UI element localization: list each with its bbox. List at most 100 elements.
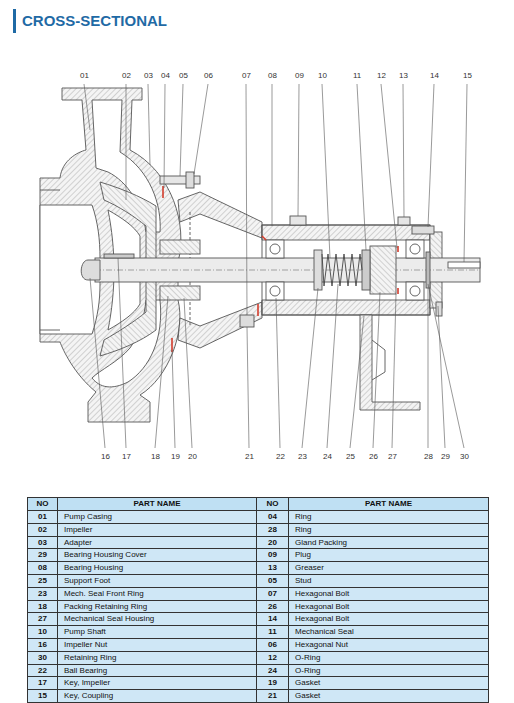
part-name: Plug bbox=[295, 550, 311, 559]
part-number: 26 bbox=[268, 602, 277, 611]
seal-spring bbox=[322, 254, 362, 286]
part-name: Bearing Housing Cover bbox=[64, 550, 147, 559]
column-heading: PART NAME bbox=[134, 499, 181, 508]
table-cell: 29 bbox=[27, 548, 58, 562]
part-number: 19 bbox=[268, 678, 277, 687]
callout-number: 27 bbox=[388, 452, 397, 462]
retaining-ring bbox=[426, 252, 430, 288]
part-name: Bearing Housing bbox=[64, 563, 123, 572]
callout-number: 29 bbox=[441, 452, 450, 462]
table-cell: Hexagonal Bolt bbox=[288, 612, 489, 626]
part-name: Hexagonal Nut bbox=[295, 640, 348, 649]
greaser bbox=[398, 217, 410, 225]
callout-number: 25 bbox=[346, 452, 355, 462]
part-number: 04 bbox=[268, 512, 277, 521]
table-cell: Mechanical Seal bbox=[288, 625, 489, 639]
callout-number: 14 bbox=[430, 71, 439, 81]
part-name: Mech. Seal Front Ring bbox=[64, 589, 144, 598]
callout-number: 10 bbox=[318, 71, 327, 81]
part-name: Ball Bearing bbox=[64, 666, 107, 675]
gasket bbox=[257, 304, 259, 316]
part-number: 07 bbox=[268, 589, 277, 598]
part-name: Hexagonal Bolt bbox=[295, 602, 349, 611]
table-cell: Retaining Ring bbox=[57, 651, 257, 665]
leader-lines bbox=[84, 84, 467, 448]
part-name: Gasket bbox=[295, 678, 320, 687]
callout-number: 04 bbox=[161, 71, 170, 81]
part-name: O-Ring bbox=[295, 666, 320, 675]
part-name: Packing Retaining Ring bbox=[64, 602, 147, 611]
table-cell: 26 bbox=[256, 600, 289, 614]
callout-number: 15 bbox=[463, 71, 472, 81]
coupling-key bbox=[448, 262, 480, 268]
table-cell: Mech. Seal Front Ring bbox=[57, 587, 257, 601]
o-ring bbox=[262, 236, 266, 240]
column-heading: NO bbox=[37, 499, 49, 508]
table-cell: O-Ring bbox=[288, 651, 489, 665]
callout-number: 18 bbox=[151, 452, 160, 462]
callout-number: 01 bbox=[80, 71, 89, 81]
table-cell: 03 bbox=[27, 536, 58, 550]
table-cell: Hexagonal Bolt bbox=[288, 587, 489, 601]
pump-casing bbox=[40, 88, 181, 422]
table-cell: Gasket bbox=[288, 676, 489, 690]
part-number: 13 bbox=[268, 563, 277, 572]
table-cell: 16 bbox=[27, 638, 58, 652]
callout-number: 07 bbox=[242, 71, 251, 81]
part-name: Ring bbox=[295, 525, 311, 534]
part-number: 01 bbox=[38, 512, 47, 521]
table-cell: Support Foot bbox=[57, 574, 257, 588]
callout-number: 08 bbox=[268, 71, 277, 81]
part-number: 18 bbox=[38, 602, 47, 611]
part-number: 11 bbox=[268, 627, 276, 636]
table-cell: Ball Bearing bbox=[57, 664, 257, 678]
callout-number: 12 bbox=[377, 71, 386, 81]
table-cell: Impeller bbox=[57, 523, 257, 537]
callout-number: 22 bbox=[276, 452, 285, 462]
part-number: 23 bbox=[38, 589, 47, 598]
callout-number: 11 bbox=[353, 71, 361, 81]
part-name: Gasket bbox=[295, 691, 320, 700]
table-cell: Adapter bbox=[57, 536, 257, 550]
part-number: 17 bbox=[38, 678, 47, 687]
hexagonal-nut bbox=[186, 172, 194, 188]
part-number: 22 bbox=[38, 666, 47, 675]
part-number: 03 bbox=[38, 538, 47, 547]
table-header-cell: NO bbox=[27, 497, 58, 511]
callout-number: 30 bbox=[460, 452, 469, 462]
table-cell: 12 bbox=[256, 651, 289, 665]
table-cell: Pump Casing bbox=[57, 510, 257, 524]
table-cell: 18 bbox=[27, 600, 58, 614]
part-name: Pump Casing bbox=[64, 512, 112, 521]
callout-number: 21 bbox=[245, 452, 254, 462]
table-cell: 19 bbox=[256, 676, 289, 690]
part-number: 15 bbox=[38, 691, 47, 700]
table-cell: 23 bbox=[27, 587, 58, 601]
callout-number: 17 bbox=[122, 452, 131, 462]
part-name: Stud bbox=[295, 576, 311, 585]
table-cell: 15 bbox=[27, 689, 58, 703]
part-number: 12 bbox=[268, 653, 277, 662]
part-name: O-Ring bbox=[295, 653, 320, 662]
gland-packing bbox=[160, 240, 200, 254]
table-cell: Key, Impeller bbox=[57, 676, 257, 690]
table-cell: 17 bbox=[27, 676, 58, 690]
table-cell: Bearing Housing Cover bbox=[57, 548, 257, 562]
table-cell: 13 bbox=[256, 561, 289, 575]
table-cell: 21 bbox=[256, 689, 289, 703]
part-number: 05 bbox=[268, 576, 277, 585]
part-number: 09 bbox=[268, 550, 277, 559]
table-cell: Ring bbox=[288, 510, 489, 524]
table-cell: Packing Retaining Ring bbox=[57, 600, 257, 614]
table-header-cell: PART NAME bbox=[57, 497, 257, 511]
table-header-cell: PART NAME bbox=[288, 497, 489, 511]
part-number: 27 bbox=[38, 614, 47, 623]
support-foot bbox=[360, 315, 420, 410]
mechanical-seal bbox=[314, 246, 396, 294]
table-cell: 27 bbox=[27, 612, 58, 626]
part-name: Gland Packing bbox=[295, 538, 347, 547]
table-cell: Key, Coupling bbox=[57, 689, 257, 703]
part-number: 14 bbox=[268, 614, 277, 623]
impeller-nut bbox=[81, 260, 100, 280]
part-name: Hexagonal Bolt bbox=[295, 589, 349, 598]
